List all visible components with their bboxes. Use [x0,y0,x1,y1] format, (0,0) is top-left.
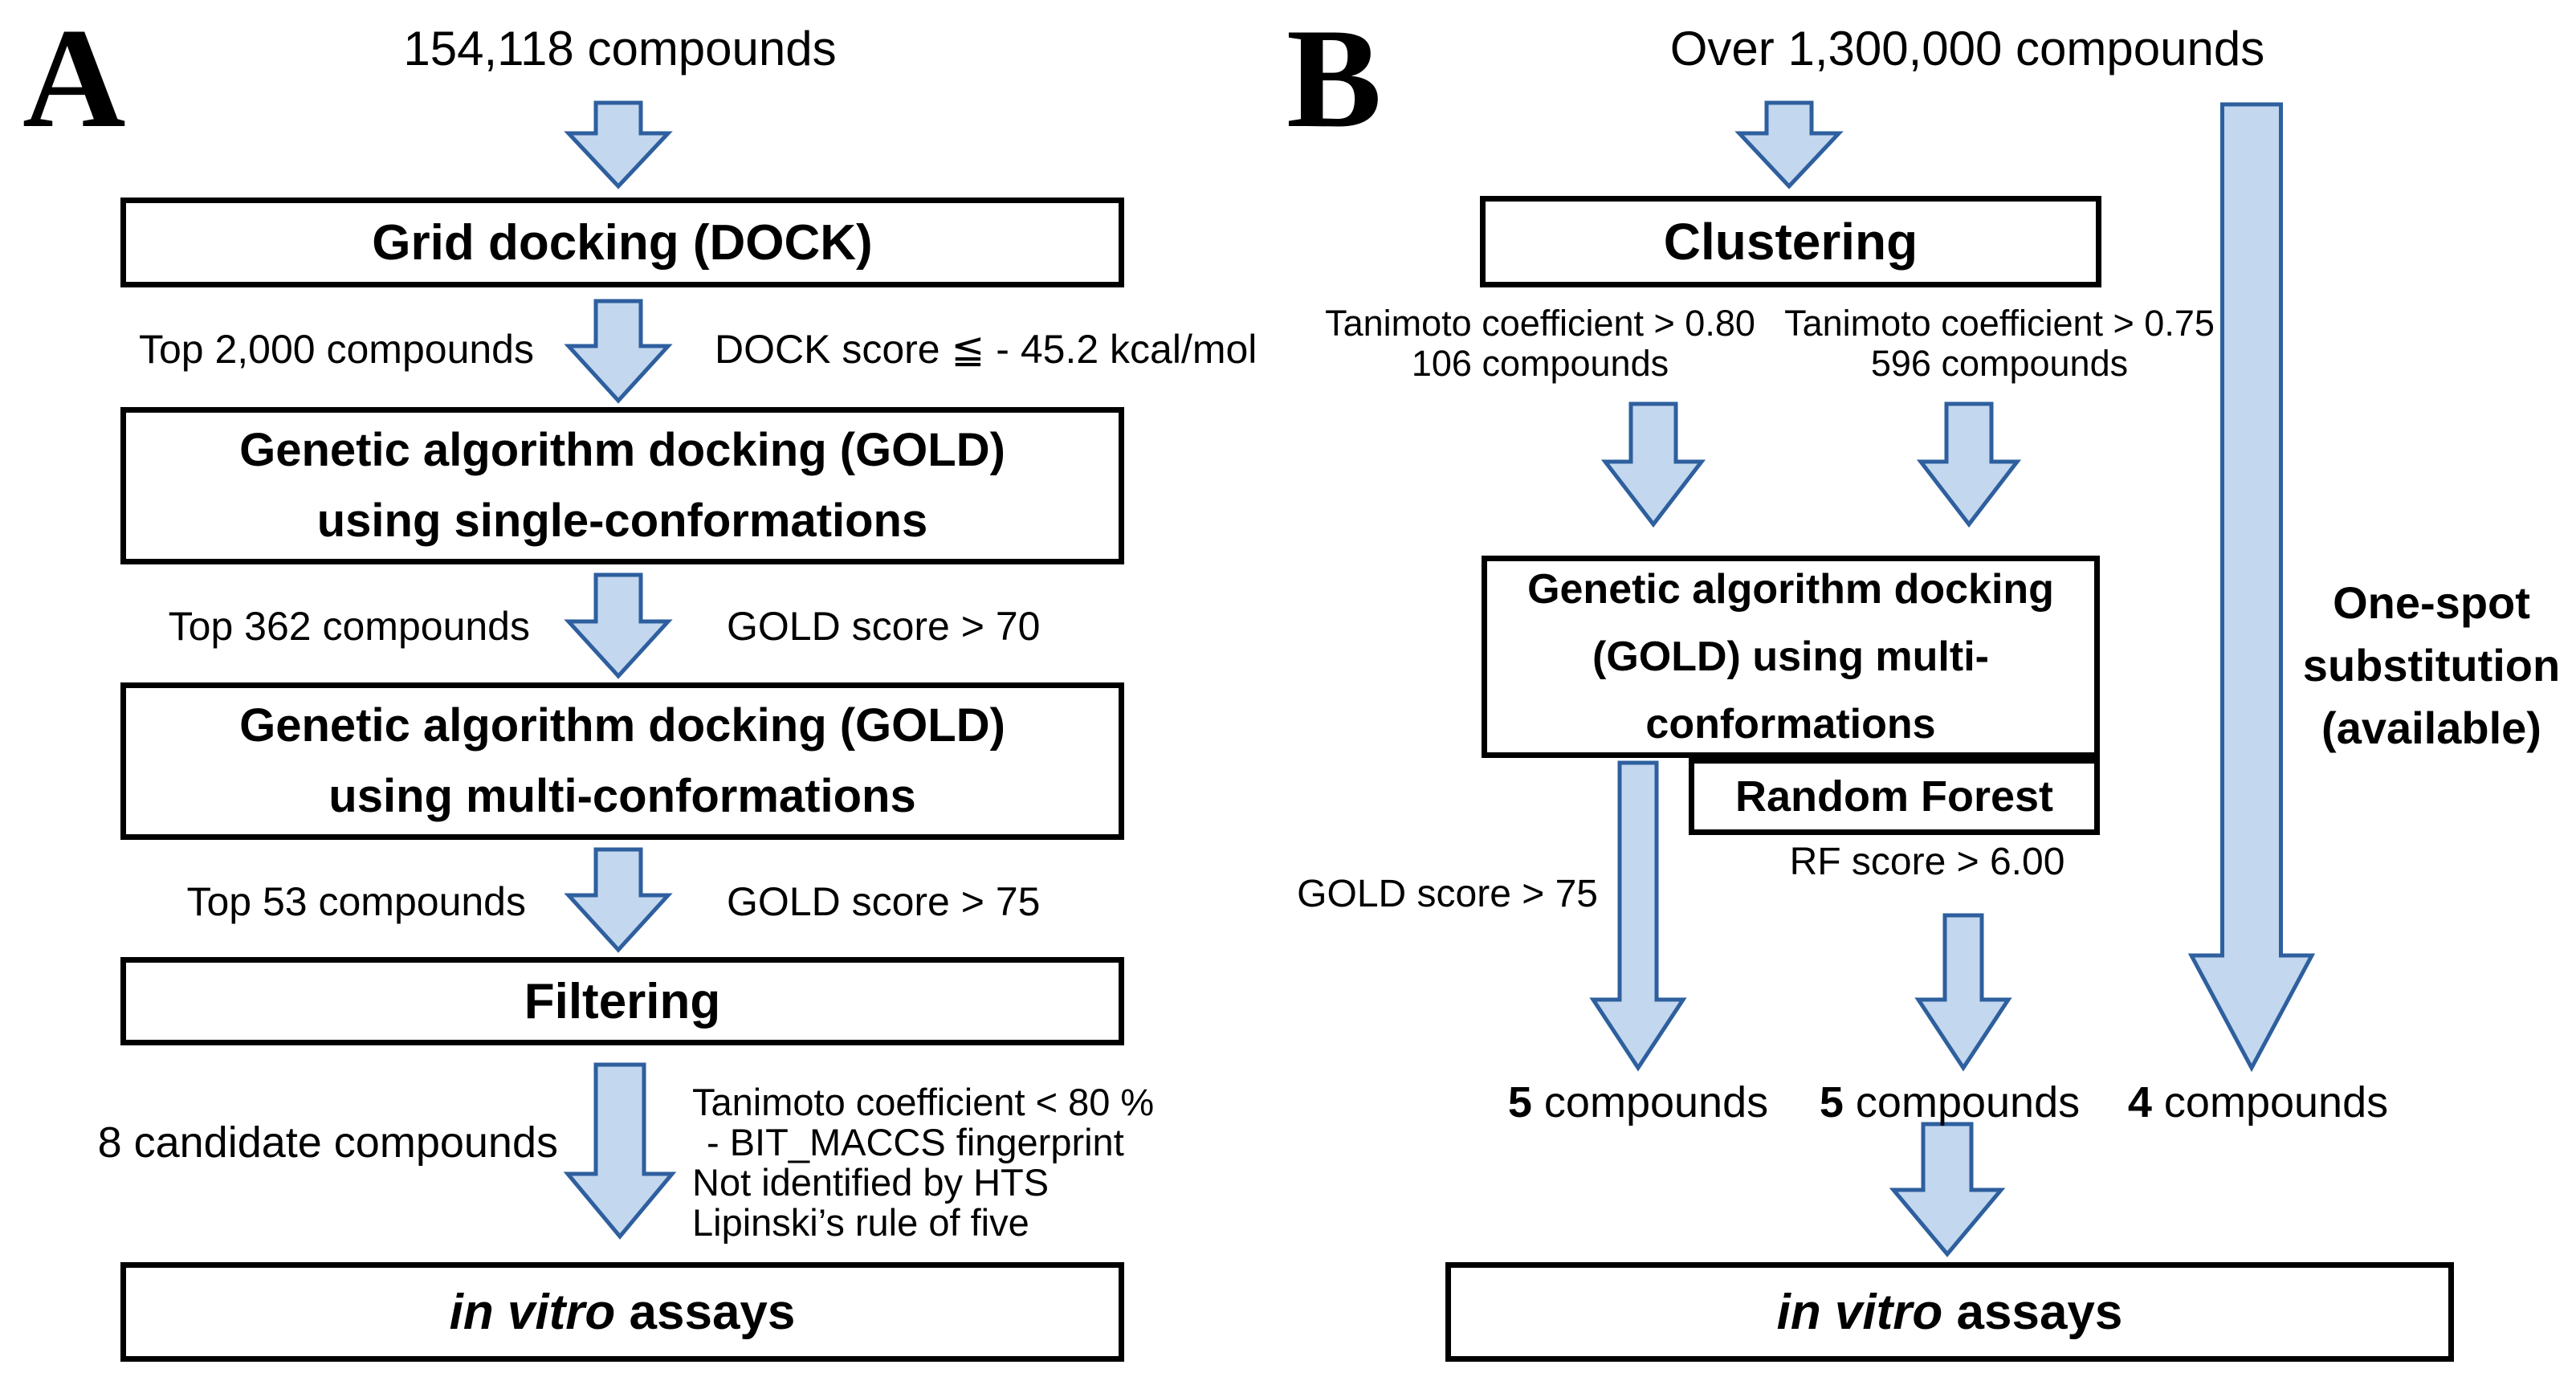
result-rf-count: 5 [1819,1078,1844,1126]
label-gold-score-75-b: GOLD score > 75 [1297,873,1598,915]
down-arrow [2187,102,2316,1073]
in-vitro-italic-a: in vitro [449,1284,616,1340]
box-in-vitro-assays-b: in vitro assays [1445,1262,2454,1362]
down-arrow [564,572,673,679]
label-top-2000-compounds: Top 2,000 compounds [138,327,534,372]
filter-criteria-list: Tanimoto coefficient < 80 % - BIT_MACCS … [692,1082,1154,1243]
panel-a-source-count: 154,118 compounds [403,22,837,75]
filter-criterion-tanimoto: Tanimoto coefficient < 80 % [692,1081,1155,1123]
down-arrow [564,847,673,953]
box-in-vitro-a-label: in vitro assays [450,1284,796,1341]
result-rf-unit: compounds [1843,1078,2081,1126]
result-gold-unit: compounds [1531,1078,1769,1126]
branch-right-labels: Tanimoto coefficient > 0.75 596 compound… [1784,303,2215,384]
box-clustering: Clustering [1480,196,2101,287]
box-grid-docking: Grid docking (DOCK) [120,198,1124,287]
assays-text-a: assays [615,1284,796,1340]
box-gold-single-conformations: Genetic algorithm docking (GOLD) using s… [120,407,1124,564]
label-8-candidate-compounds: 8 candidate compounds [97,1118,558,1167]
panel-b-source-count: Over 1,300,000 compounds [1669,22,2265,75]
branch-right-count: 596 compounds [1870,343,2129,384]
result-onespot-4-compounds: 4 compounds [2128,1078,2388,1127]
box-gold-multi-b-line2: (GOLD) using multi- [1592,633,1989,680]
box-gold-multi-conformations-b: Genetic algorithm docking (GOLD) using m… [1482,556,2100,758]
label-top-53-compounds: Top 53 compounds [186,879,526,924]
down-arrow [1589,760,1687,1072]
result-onespot-unit: compounds [2151,1078,2389,1126]
box-in-vitro-assays-a: in vitro assays [120,1262,1124,1362]
assays-text-b: assays [1942,1284,2123,1340]
down-arrow [1914,913,2012,1072]
filter-criterion-lipinski: Lipinski’s rule of five [692,1201,1029,1244]
down-arrow [564,100,673,189]
label-gold-score-70: GOLD score > 70 [727,604,1041,649]
branch-right-tanimoto: Tanimoto coefficient > 0.75 [1784,303,2215,344]
box-grid-docking-label: Grid docking (DOCK) [372,214,873,271]
label-dock-score-threshold: DOCK score ≦ - 45.2 kcal/mol [715,327,1257,372]
one-spot-line1: One-spot [2333,577,2530,628]
in-vitro-italic-b: in vitro [1776,1284,1943,1340]
box-gold-multi-a-line1: Genetic algorithm docking (GOLD) [239,699,1005,752]
result-rf-5-compounds: 5 compounds [1820,1078,2080,1127]
down-arrow [1600,401,1706,528]
box-random-forest-label: Random Forest [1734,772,2054,821]
box-gold-multi-a-line2: using multi-conformations [328,770,916,822]
filter-criterion-hts: Not identified by HTS [692,1161,1050,1204]
label-gold-score-75-a: GOLD score > 75 [727,879,1041,924]
filter-criterion-fingerprint: - BIT_MACCS fingerprint [707,1121,1124,1163]
box-clustering-label: Clustering [1663,213,1918,271]
down-arrow [563,1062,677,1240]
box-filtering-label: Filtering [524,973,721,1029]
branch-left-labels: Tanimoto coefficient > 0.80 106 compound… [1325,303,1755,384]
branch-left-tanimoto: Tanimoto coefficient > 0.80 [1325,303,1755,344]
panel-b-label: B [1286,0,1382,157]
one-spot-line2: substitution [2302,640,2561,690]
down-arrow [564,299,673,404]
box-gold-multi-b-line3: conformations [1645,701,1936,748]
label-top-362-compounds: Top 362 compounds [168,604,530,649]
result-onespot-count: 4 [2127,1078,2152,1126]
box-in-vitro-b-label: in vitro assays [1777,1284,2123,1341]
down-arrow [1734,100,1844,189]
down-arrow [1889,1122,2006,1257]
result-gold-5-compounds: 5 compounds [1508,1078,1768,1127]
box-gold-single-line2: using single-conformations [316,495,928,547]
panel-a-label: A [22,0,126,157]
branch-left-count: 106 compounds [1411,343,1669,384]
label-rf-score: RF score > 6.00 [1789,841,2065,883]
box-gold-single-line1: Genetic algorithm docking (GOLD) [239,424,1005,476]
result-gold-count: 5 [1507,1078,1532,1126]
one-spot-substitution-note: One-spot substitution (available) [2303,572,2560,760]
box-gold-multi-b-line1: Genetic algorithm docking [1527,566,2054,613]
down-arrow [1916,401,2022,528]
box-filtering: Filtering [120,957,1124,1045]
one-spot-line3: (available) [2321,703,2541,753]
box-random-forest: Random Forest [1689,758,2100,835]
box-gold-multi-conformations-a: Genetic algorithm docking (GOLD) using m… [120,682,1124,840]
